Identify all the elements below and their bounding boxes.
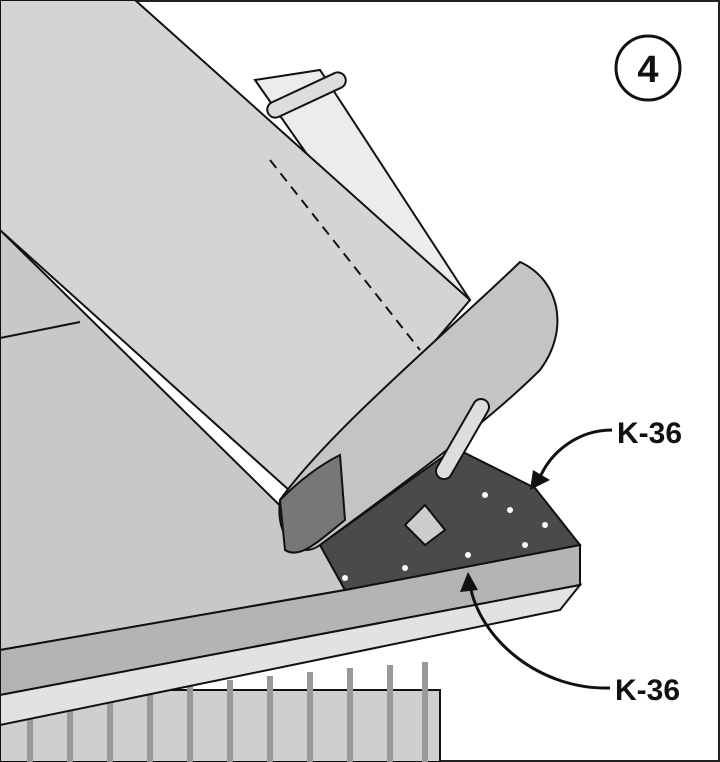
arrow-upper [536,428,613,483]
fascia-board [0,543,581,697]
label-k36-lower: K-36 [615,674,680,707]
membrane-roll [278,260,559,551]
step-number: 4 [637,49,658,91]
fascia-trim [0,583,583,727]
chalk-line [269,159,421,351]
arrowhead-lower [460,572,478,592]
label-k36-upper: K-36 [617,417,682,450]
arrow-lower [468,584,611,690]
roof-seam [0,321,81,339]
step-badge [614,34,682,102]
trowel-bottom-icon [403,397,490,547]
adhesive-underside [278,453,347,554]
arrowhead-upper [530,470,550,490]
flashing-k36 [318,446,582,592]
trowel-top-icon [266,71,347,119]
nail-holes [342,492,548,581]
